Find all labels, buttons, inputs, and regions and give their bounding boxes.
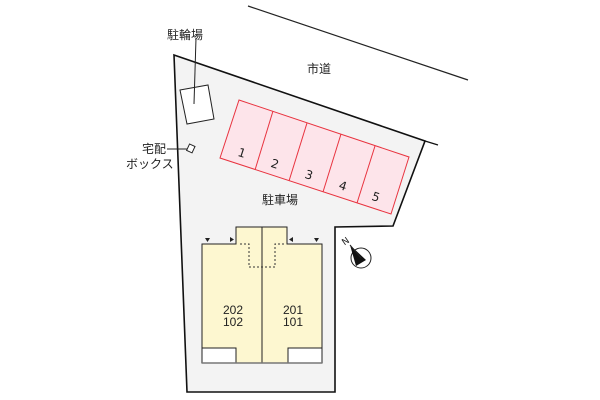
compass-icon	[349, 244, 372, 269]
parking-label: 駐車場	[262, 193, 299, 207]
unit-201: 201	[282, 303, 304, 317]
bicycle-parking-area	[179, 84, 215, 125]
parking-block	[219, 99, 410, 215]
bicycle-leader-line	[193, 37, 197, 105]
delivery-box-label-1: 宅配	[142, 142, 167, 156]
boundary-extension	[424, 140, 439, 146]
road-edge-line	[247, 5, 469, 81]
unit-right: 201 101	[276, 304, 310, 328]
bicycle-parking-label: 駐輪場	[167, 28, 204, 42]
delivery-box-label-2: ボックス	[126, 157, 174, 171]
city-road-label: 市道	[307, 62, 332, 76]
building	[201, 226, 323, 364]
unit-101: 101	[282, 315, 304, 329]
unit-202: 202	[222, 303, 244, 317]
unit-left: 202 102	[216, 304, 250, 328]
delivery-box	[185, 143, 196, 154]
unit-102: 102	[222, 315, 244, 329]
